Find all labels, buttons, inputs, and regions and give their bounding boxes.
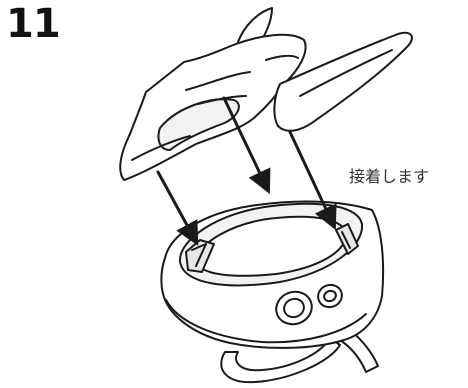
step-number: 11	[6, 1, 61, 47]
base-loop	[220, 337, 341, 384]
instruction-label: 接着します	[349, 167, 430, 186]
placement-arrows	[156, 96, 337, 246]
arrow-right	[288, 130, 337, 231]
base-part	[160, 200, 385, 384]
base-bottom-band	[165, 299, 367, 344]
arrow-center	[222, 96, 271, 195]
base-side-tab	[339, 329, 379, 373]
crest-part	[119, 7, 413, 181]
arrow-left	[156, 170, 199, 246]
